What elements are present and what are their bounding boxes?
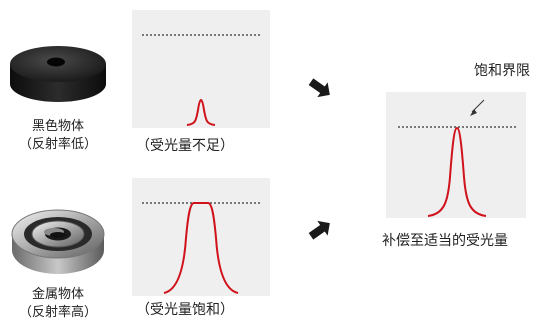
black-rubber-washer-image <box>10 46 106 102</box>
clipped-signal-peak <box>163 202 239 294</box>
weak-signal-peak <box>186 98 216 126</box>
saturated-caption: （受光量饱和） <box>136 302 234 318</box>
arrow-right-up-icon <box>308 220 330 240</box>
signal-panel-insufficient <box>132 10 270 128</box>
saturation-limit-label: 饱和界限 <box>474 63 530 79</box>
black-object-reflectance: （反射率低） <box>18 137 97 152</box>
compensated-caption: 补偿至适当的受光量 <box>382 233 508 249</box>
insufficient-caption: （受光量不足） <box>136 138 234 154</box>
metal-object-label: 金属物体 （反射率高） <box>8 286 108 322</box>
metal-object-name: 金属物体 <box>31 287 84 302</box>
optimal-signal-peak <box>427 126 487 217</box>
pointer-arrowhead <box>470 109 477 116</box>
insufficient-signal-graph <box>142 34 260 126</box>
arrow-right-down-icon <box>308 78 330 98</box>
compensated-signal-graph <box>398 99 516 217</box>
signal-panel-compensated <box>386 92 526 218</box>
saturated-signal-graph <box>142 202 260 294</box>
signal-panel-saturated <box>132 178 270 296</box>
black-object-label: 黑色物体 （反射率低） <box>8 118 108 154</box>
black-object-name: 黑色物体 <box>31 119 84 134</box>
metal-bearing-image <box>11 209 105 274</box>
metal-object-reflectance: （反射率高） <box>18 305 97 320</box>
